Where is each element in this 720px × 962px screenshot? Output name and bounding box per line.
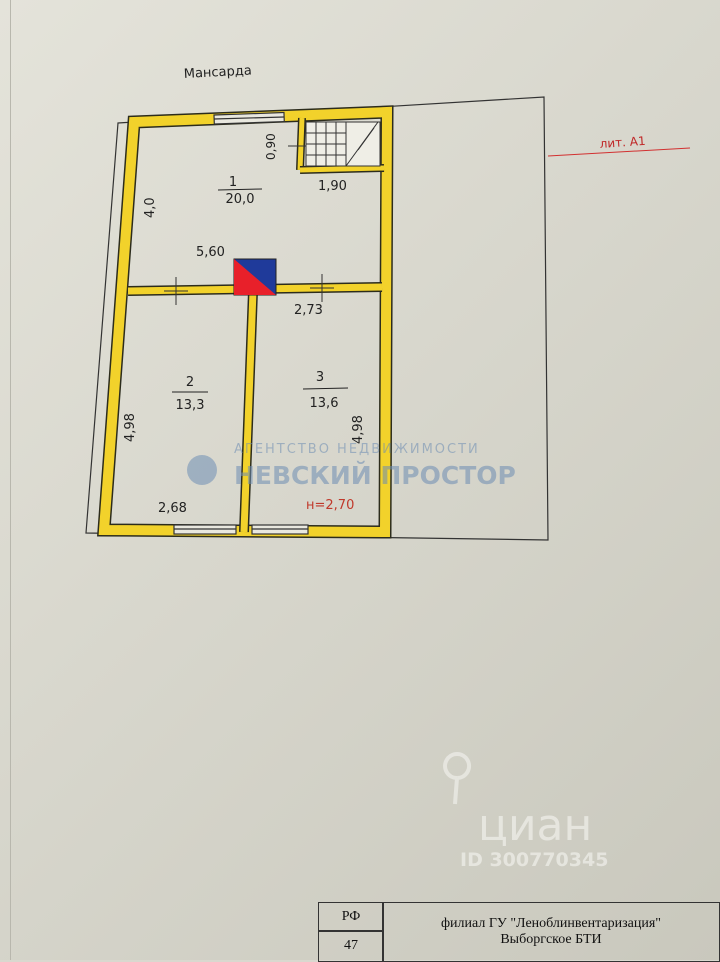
chimney: [233, 258, 277, 296]
ceiling-height: н=2,70: [306, 498, 354, 513]
door-marks: [164, 274, 334, 305]
agency-line2: НЕВСКИЙ ПРОСТОР: [234, 461, 516, 490]
room-3-number: 3: [316, 370, 324, 385]
agency-logo-icon: [187, 455, 217, 485]
dim-left-upper: 4,0: [143, 197, 158, 218]
map-pin-icon: [443, 752, 472, 805]
dim-right-lower: 4,98: [351, 415, 366, 444]
dim-partition: 2,73: [294, 303, 323, 318]
stamp-table: РФ 47 филиал ГУ "Леноблинвентаризация" В…: [318, 902, 720, 962]
walls: [97, 105, 394, 539]
stamp-line2: Выборгское БТИ: [500, 932, 602, 947]
annotation-line: [547, 147, 691, 157]
dim-left-lower: 4,98: [123, 413, 138, 442]
stamp-cell-rf: РФ: [318, 902, 384, 932]
stamp-cell-region: 47: [318, 930, 384, 962]
plan-title: Мансарда: [183, 63, 252, 82]
room-1-number: 1: [229, 175, 237, 190]
room-1-divider: [217, 188, 263, 191]
room-2-area: 13,3: [176, 398, 205, 413]
windows: [173, 111, 309, 535]
dim-bottom: 2,68: [158, 501, 187, 516]
dim-width-upper: 5,60: [196, 245, 225, 260]
cian-watermark: циан ID 300770345: [443, 752, 608, 871]
room-1-area: 20,0: [226, 192, 255, 207]
room-3-area: 13,6: [310, 396, 339, 411]
room-3-divider: [302, 387, 349, 390]
paper-margin-line: [10, 0, 11, 960]
stamp-line1: филиал ГУ "Леноблинвентаризация": [440, 916, 662, 931]
annotation-text: лит. А1: [599, 134, 646, 151]
agency-line1: АГЕНТСТВО НЕДВИЖИМОСТИ: [234, 442, 480, 457]
staircase: [288, 121, 381, 167]
cian-logo: циан: [478, 800, 592, 851]
agency-watermark: АГЕНТСТВО НЕДВИЖИМОСТИ НЕВСКИЙ ПРОСТОР: [187, 442, 516, 490]
outer-frame: [85, 96, 549, 541]
room-2-number: 2: [186, 375, 194, 390]
listing-id: ID 300770345: [460, 849, 608, 871]
dim-stair-width: 1,90: [318, 179, 347, 194]
dim-stair-depth: 0,90: [264, 133, 278, 160]
